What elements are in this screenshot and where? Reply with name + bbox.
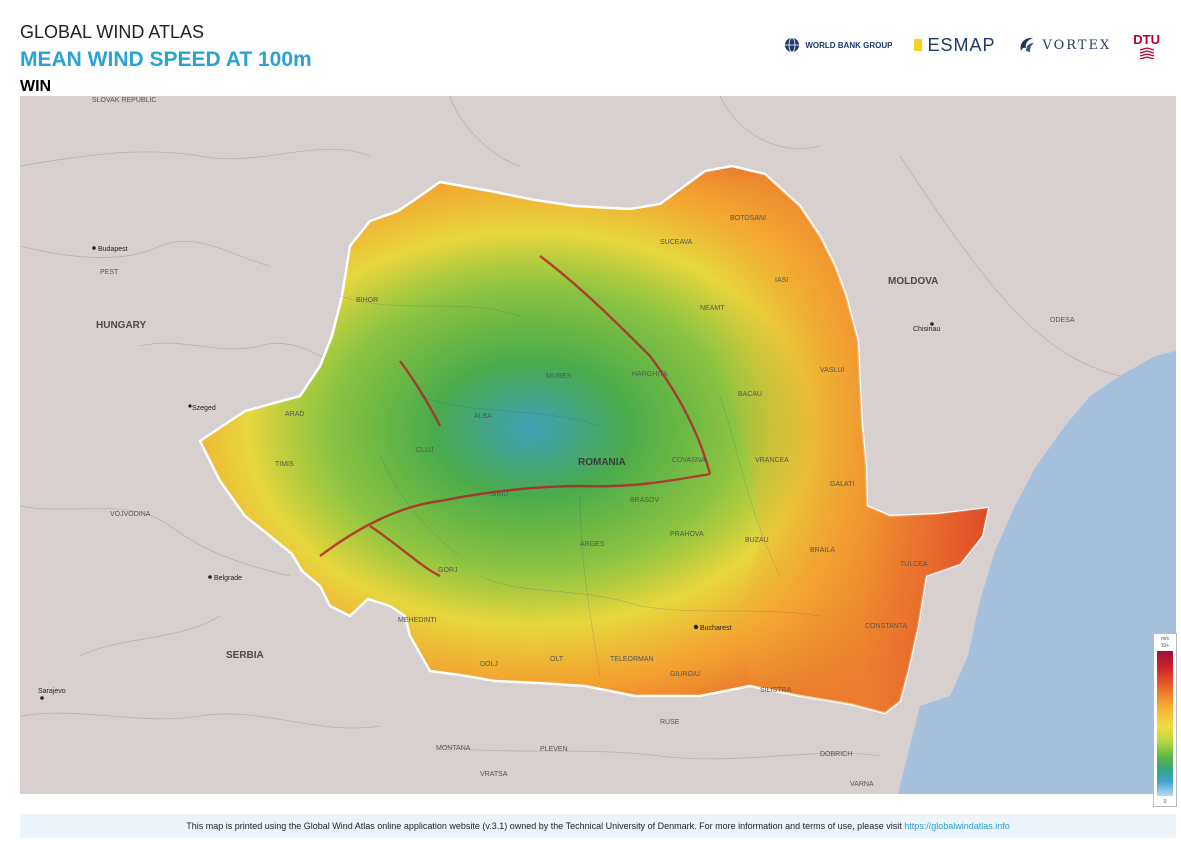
east-wind-gradient <box>710 174 988 713</box>
label-alba: ALBA <box>474 413 492 420</box>
region-code: WIN <box>20 78 52 95</box>
label-odesa: ODESA <box>1050 317 1075 324</box>
label-prahova: PRAHOVA <box>670 531 704 538</box>
label-giurgiu: GIURGIU <box>670 671 700 678</box>
attribution-text: This map is printed using the Global Win… <box>186 821 905 831</box>
city-dot-belgrade <box>208 575 212 579</box>
label-romania: ROMANIA <box>578 457 626 468</box>
black-sea <box>898 351 1176 794</box>
dtu-logo-text: DTU <box>1133 31 1160 47</box>
legend-min-label: 0 <box>1163 799 1167 805</box>
legend-unit: m/s <box>1160 636 1170 642</box>
label-budapest: Budapest <box>98 246 128 253</box>
partner-logos: WORLD BANK GROUP ESMAP VORTEX DTU <box>784 30 1160 60</box>
city-labels: Budapest Belgrade Bucharest Chisinau Sar… <box>38 246 940 700</box>
label-bucharest: Bucharest <box>700 625 732 632</box>
label-covasna: COVASNA <box>672 457 706 464</box>
label-dolj: DOLJ <box>480 661 498 668</box>
attribution-footer: This map is printed using the Global Win… <box>20 814 1176 838</box>
map-header: GLOBAL WIND ATLAS MEAN WIND SPEED AT 100… <box>20 22 1170 95</box>
world-bank-logo-text: WORLD BANK GROUP <box>805 40 893 50</box>
label-mures: MURES <box>546 373 572 380</box>
label-arad: ARAD <box>285 411 304 418</box>
label-hungary: HUNGARY <box>96 320 147 331</box>
esmap-square-icon <box>914 39 923 51</box>
city-dot-sarajevo <box>40 696 44 700</box>
esmap-logo-text: ESMAP <box>927 34 996 55</box>
wind-map[interactable]: HUNGARY SERBIA MOLDOVA ROMANIA SLOVAK RE… <box>20 96 1176 794</box>
city-dot-chisinau <box>930 322 934 326</box>
label-vaslui: VASLUI <box>820 367 844 374</box>
globe-icon <box>785 37 800 53</box>
world-bank-logo: WORLD BANK GROUP <box>784 37 892 53</box>
label-belgrade: Belgrade <box>214 575 242 582</box>
vortex-logo: VORTEX <box>1017 35 1111 55</box>
city-dot-bucharest <box>693 624 699 630</box>
label-arges: ARGES <box>580 541 605 548</box>
label-timis: TIMIS <box>275 461 294 468</box>
dtu-waves-icon <box>1139 46 1154 59</box>
label-vojvodina: VOJVODINA <box>110 511 151 518</box>
city-dot-budapest <box>92 246 96 250</box>
carpathian-ridges <box>319 255 712 578</box>
label-varna: VARNA <box>850 781 874 788</box>
legend-color-bar <box>1157 651 1173 796</box>
label-constanta: CONSTANTA <box>865 623 907 630</box>
label-pest: PEST <box>100 269 119 276</box>
label-serbia: SERBIA <box>226 650 264 661</box>
label-moldova: MOLDOVA <box>888 276 938 287</box>
legend-max-label: 10+ <box>1160 643 1170 649</box>
wind-speed-legend: m/s 10+ 0 <box>1153 633 1177 807</box>
label-slovak-republic: SLOVAK REPUBLIC <box>92 97 156 104</box>
dtu-logo: DTU <box>1133 32 1160 59</box>
label-szeged: Szeged <box>192 405 216 412</box>
label-dobrich: DOBRICH <box>820 751 852 758</box>
label-tulcea: TULCEA <box>900 561 928 568</box>
label-ruse: RUSE <box>660 719 680 726</box>
label-olt: OLT <box>550 656 564 663</box>
label-vrancea: VRANCEA <box>755 457 789 464</box>
label-gorj: GORJ <box>438 567 457 574</box>
vortex-logo-text: VORTEX <box>1042 37 1112 53</box>
label-galati: GALATI <box>830 481 854 488</box>
label-neamt: NEAMT <box>700 305 725 312</box>
label-vratsa: VRATSA <box>480 771 508 778</box>
label-braila: BRAILA <box>810 547 835 554</box>
label-iasi: IASI <box>775 277 788 284</box>
label-chisinau: Chisinau <box>913 326 940 333</box>
county-lines <box>339 295 821 677</box>
esmap-logo: ESMAP <box>914 35 995 56</box>
label-sibiu: SIBIU <box>490 491 508 498</box>
atlas-title: GLOBAL WIND ATLAS <box>20 22 205 42</box>
label-mehedinti: MEHEDINTI <box>398 617 437 624</box>
label-pleven: PLEVEN <box>540 746 568 753</box>
county-labels: CLUJ SIBIU ARAD TIMIS DOLJ OLT TELEORMAN… <box>100 215 1075 788</box>
neighbour-labels: HUNGARY SERBIA MOLDOVA ROMANIA SLOVAK RE… <box>92 97 938 661</box>
label-teleorman: TELEORMAN <box>610 656 654 663</box>
label-buzau: BUZAU <box>745 537 769 544</box>
label-sarajevo: Sarajevo <box>38 688 66 695</box>
border-lines <box>20 96 1121 760</box>
label-botosani: BOTOSANI <box>730 215 766 222</box>
city-dot-szeged <box>188 404 192 408</box>
label-silistra: SILISTRA <box>760 687 791 694</box>
label-bihor: BIHOR <box>356 297 378 304</box>
atlas-website-link[interactable]: https://globalwindatlas.info <box>904 821 1010 831</box>
map-subtitle: MEAN WIND SPEED AT 100m <box>20 48 312 71</box>
wind-map-canvas[interactable]: HUNGARY SERBIA MOLDOVA ROMANIA SLOVAK RE… <box>20 96 1176 794</box>
label-montana: MONTANA <box>436 745 471 752</box>
label-bacau: BACAU <box>738 391 762 398</box>
label-cluj: CLUJ <box>416 447 434 454</box>
label-brasov: BRASOV <box>630 497 660 504</box>
vortex-swirl-icon <box>1021 37 1035 52</box>
label-suceava: SUCEAVA <box>660 239 693 246</box>
label-harghita: HARGHITA <box>632 371 668 378</box>
